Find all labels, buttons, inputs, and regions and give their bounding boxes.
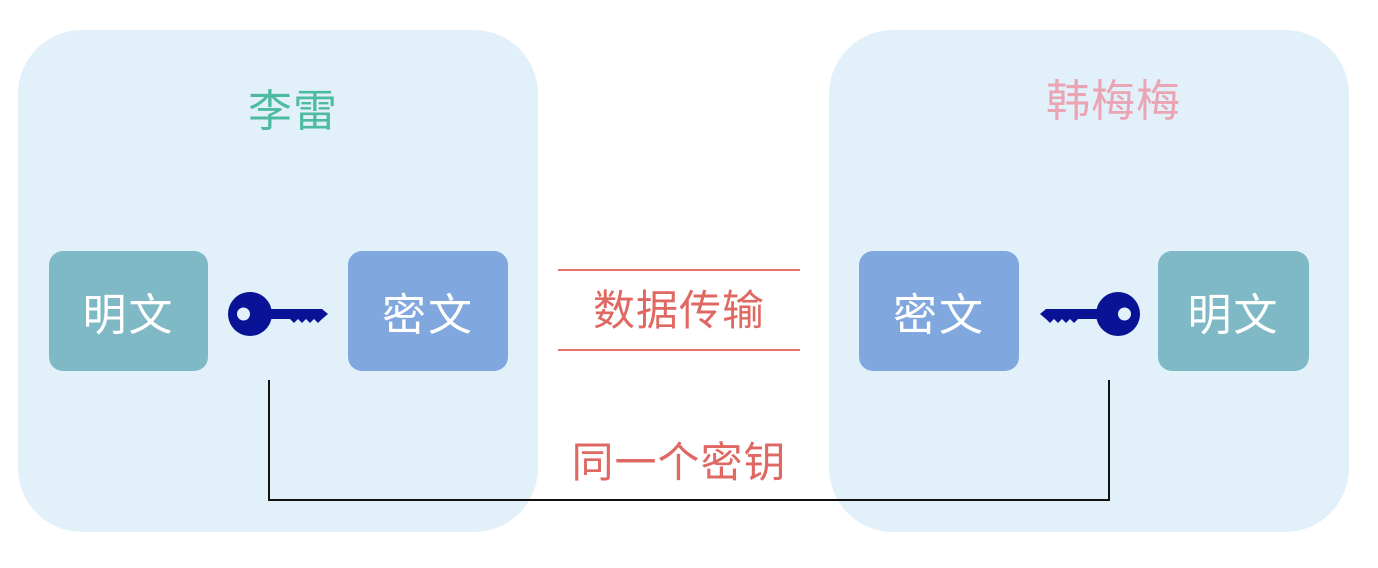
key-icon <box>228 292 328 336</box>
plaintext-box-left: 明文 <box>49 251 208 371</box>
transfer-line-top <box>558 269 800 271</box>
party-name-left: 李雷 <box>248 86 338 137</box>
ciphertext-box-left: 密文 <box>348 251 508 371</box>
plaintext-label-right: 明文 <box>1187 290 1280 341</box>
ciphertext-label-right: 密文 <box>893 290 985 341</box>
shared-key-label: 同一个密钥 <box>571 438 787 487</box>
data-transfer-label: 数据传输 <box>592 286 765 335</box>
party-name-right: 韩梅梅 <box>1046 76 1181 127</box>
plaintext-label-left: 明文 <box>82 290 175 341</box>
transfer-line-bottom <box>558 349 800 351</box>
ciphertext-label-left: 密文 <box>382 290 474 341</box>
ciphertext-box-right: 密文 <box>859 251 1019 371</box>
key-icon <box>1040 292 1140 336</box>
plaintext-box-right: 明文 <box>1158 251 1309 371</box>
